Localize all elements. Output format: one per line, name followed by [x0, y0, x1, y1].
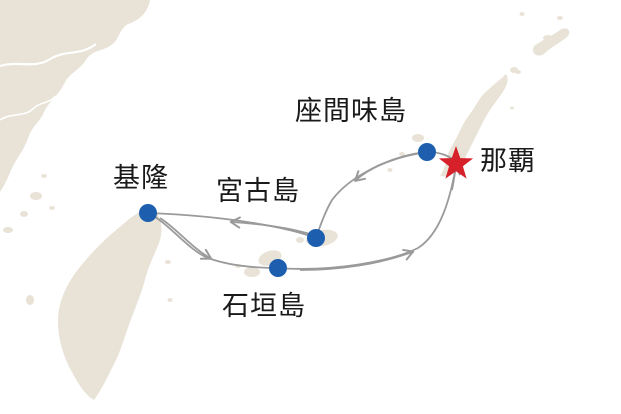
islet [510, 106, 514, 110]
route-segment-miyako-keelung [147, 212, 317, 239]
islet [3, 227, 13, 233]
islet [20, 211, 28, 217]
mainland-river [0, 43, 97, 68]
port-dot-ishigaki[interactable] [269, 259, 287, 277]
route-arrow [299, 248, 415, 271]
islet [165, 260, 171, 264]
islet [387, 168, 393, 172]
port-label-naha: 那覇 [480, 146, 536, 177]
route-arrow [354, 151, 429, 182]
islet [167, 298, 173, 302]
taiwan-landmass [58, 208, 162, 400]
port-dot-keelung[interactable] [139, 204, 157, 222]
mainland-river [0, 95, 57, 121]
port-dot-miyako[interactable] [307, 229, 325, 247]
amami-islands [532, 28, 570, 56]
islet [26, 295, 34, 305]
islet [557, 16, 563, 20]
route-segment-ishigaki-naha [277, 165, 457, 270]
mainland-china-landmass [0, 0, 150, 192]
islet [519, 12, 525, 16]
home-port-star-icon[interactable] [438, 146, 474, 179]
route-segment-keelung-ishigaki [147, 212, 279, 269]
islet [30, 192, 42, 200]
cruise-route [147, 151, 461, 271]
port-dot-zamami[interactable] [418, 143, 436, 161]
islet [543, 35, 553, 41]
iriomote-island [244, 267, 260, 277]
route-segment-zamami-miyako [315, 151, 427, 239]
port-label-keelung: 基隆 [113, 163, 169, 194]
islet [399, 152, 405, 156]
islet [49, 206, 55, 210]
port-label-miyako: 宮古島 [216, 176, 300, 207]
islet [491, 86, 497, 90]
islet [515, 70, 521, 74]
route-arrow [159, 217, 213, 260]
route-arrow [229, 216, 311, 235]
port-label-zamami: 座間味島 [295, 96, 407, 127]
port-label-ishigaki: 石垣島 [222, 291, 306, 322]
irabu-island [296, 237, 304, 243]
islet [412, 134, 424, 142]
islet [41, 174, 47, 178]
